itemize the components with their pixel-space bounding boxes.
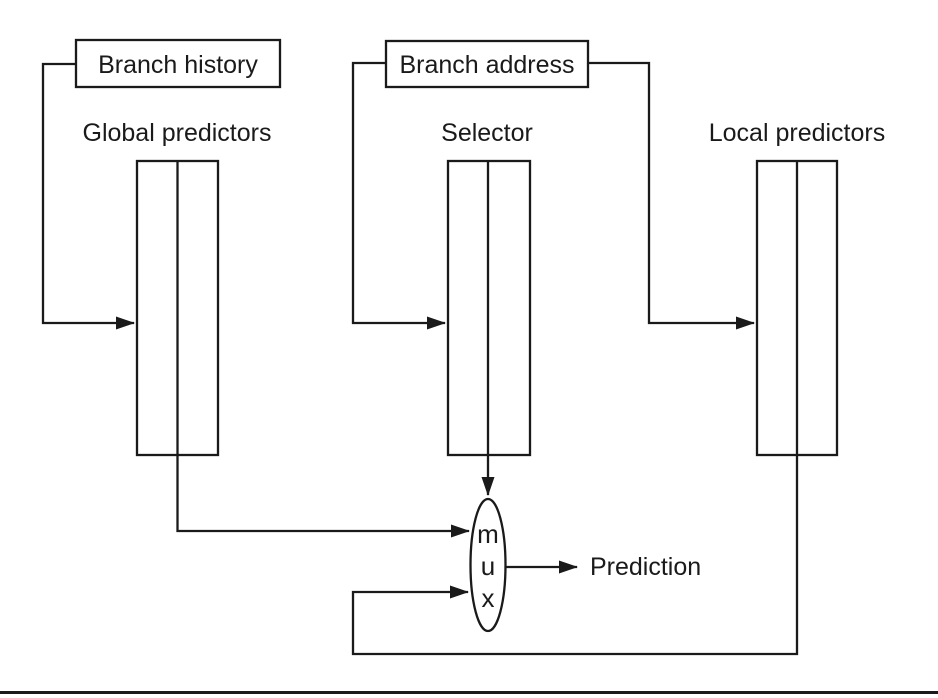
- selector-label: Selector: [441, 119, 533, 147]
- branch-address-to-local-arrow: [588, 61, 755, 330]
- mux-letter-m: m: [477, 519, 499, 549]
- global-to-mux-arrow: [176, 455, 470, 538]
- branch-address-to-selector-arrow: [351, 61, 446, 330]
- prediction-label: Prediction: [590, 553, 701, 581]
- branch-history-to-global-arrow: [41, 62, 135, 330]
- mux-letter-u: u: [481, 551, 495, 581]
- local-to-mux-arrow: [351, 455, 799, 656]
- mux-letter-x: x: [482, 583, 495, 613]
- global-predictors-label: Global predictors: [83, 119, 272, 147]
- branch-history-label: Branch history: [98, 51, 258, 79]
- branch-address-box: [384, 39, 590, 89]
- branch-address-label: Branch address: [399, 51, 574, 79]
- mux-ellipse: [469, 497, 507, 633]
- local-predictors-table: [755, 159, 839, 457]
- global-predictors-table: [135, 159, 220, 457]
- selector-table: [446, 159, 532, 457]
- local-predictors-label: Local predictors: [709, 119, 885, 147]
- figure-bottom-rule: [0, 691, 938, 694]
